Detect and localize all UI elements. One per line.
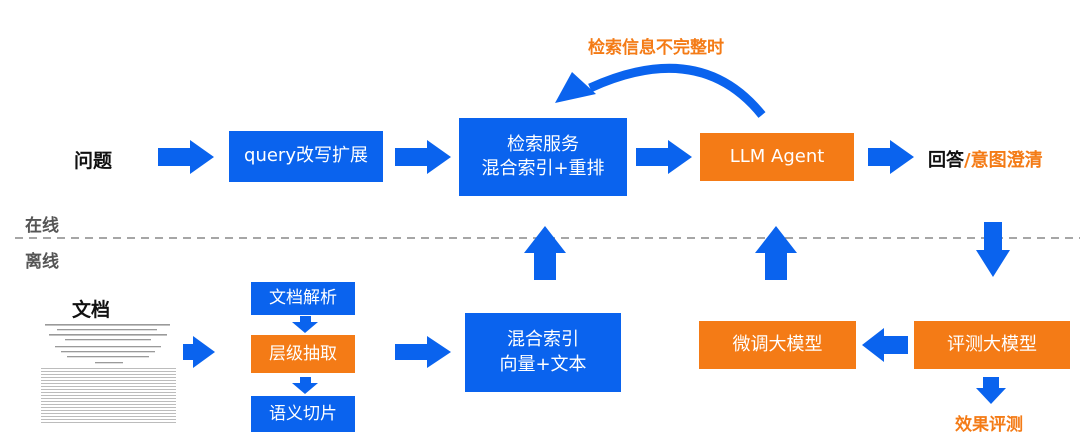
- hybrid-index-subtitle: 向量+文本: [499, 353, 587, 375]
- arrow-eval-to-label: [976, 377, 1006, 404]
- document-thumbnail: [37, 320, 180, 426]
- arrow-index-to-retrieval: [524, 226, 566, 280]
- eval-model-box: 评测大模型: [914, 321, 1070, 369]
- arrow-doc-to-extract: [183, 336, 215, 368]
- query-rewrite-box: query改写扩展: [229, 131, 383, 182]
- answer-separator: /: [964, 150, 971, 171]
- arrow-rewrite-to-retrieval: [395, 140, 451, 174]
- arrow-agent-to-answer: [868, 140, 914, 174]
- finetune-model-label: 微调大模型: [732, 333, 823, 355]
- hybrid-index-title: 混合索引: [507, 329, 579, 351]
- retrieval-service-subtitle: 混合索引+重排: [481, 158, 605, 179]
- arrow-finetune-to-agent: [755, 226, 797, 280]
- section-label-online: 在线: [25, 216, 59, 236]
- arrow-answer-to-eval: [976, 222, 1010, 277]
- semantic-chunk-box: 语义切片: [251, 396, 355, 432]
- semantic-chunk-label: 语义切片: [269, 403, 337, 424]
- document-label: 文档: [72, 299, 111, 321]
- document-page-image: [41, 324, 176, 423]
- arrow-extract-to-index: [395, 336, 451, 368]
- query-rewrite-label: query改写扩展: [244, 145, 368, 167]
- hybrid-index-box: 混合索引 向量+文本: [465, 313, 621, 392]
- llm-agent-label: LLM Agent: [729, 145, 825, 167]
- arrow-loop-retry: [588, 63, 766, 118]
- doc-parse-label: 文档解析: [269, 288, 337, 309]
- question-label: 问题: [74, 150, 113, 172]
- arrow-loop-head: [555, 72, 596, 103]
- arrow-extract-to-slice: [292, 377, 318, 394]
- eval-model-label: 评测大模型: [947, 333, 1037, 355]
- eval-result-label: 效果评测: [955, 415, 1023, 435]
- loop-condition-label: 检索信息不完整时: [588, 38, 724, 58]
- arrow-eval-to-finetune: [862, 328, 908, 362]
- llm-agent-box: LLM Agent: [700, 133, 854, 181]
- answer-label: 回答/意图澄清: [928, 146, 1043, 172]
- arrow-question-to-rewrite: [158, 140, 214, 174]
- doc-parse-box: 文档解析: [251, 282, 355, 315]
- arrow-retrieval-to-agent: [636, 140, 692, 174]
- clarify-text: 意图澄清: [970, 150, 1043, 171]
- hierarchy-extract-label: 层级抽取: [269, 343, 337, 364]
- retrieval-service-title: 检索服务: [507, 133, 579, 155]
- answer-text: 回答: [928, 150, 964, 171]
- hierarchy-extract-box: 层级抽取: [251, 335, 355, 373]
- finetune-model-box: 微调大模型: [699, 321, 856, 369]
- section-label-offline: 离线: [25, 252, 59, 272]
- retrieval-service-box: 检索服务 混合索引+重排: [459, 118, 627, 196]
- arrow-parse-to-extract: [292, 316, 318, 333]
